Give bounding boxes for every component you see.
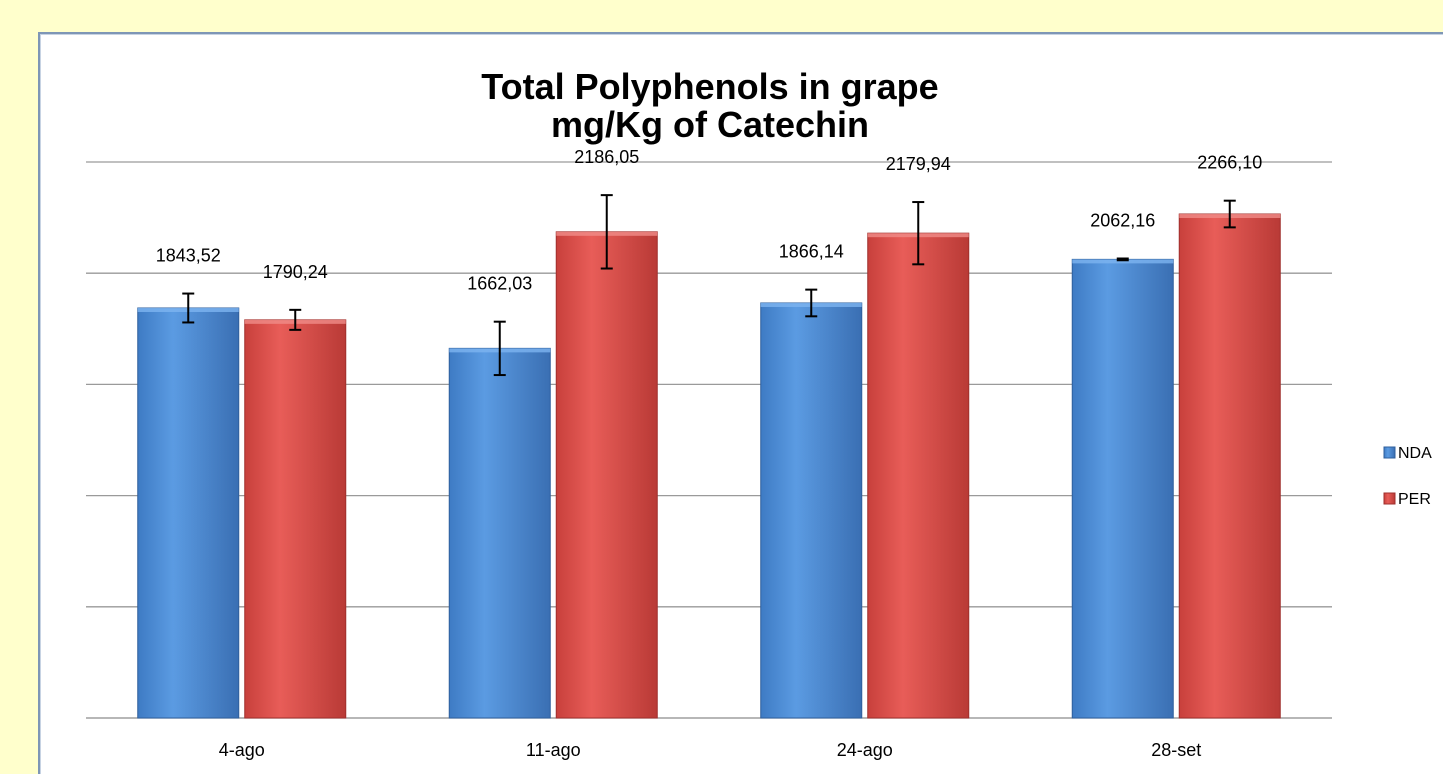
data-label: 1843,52 <box>156 246 221 266</box>
chart-title: Total Polyphenols in grape <box>481 66 938 107</box>
bar-per-11-ago <box>555 231 658 719</box>
bar-nda-24-ago <box>760 302 863 719</box>
bar-per-4-ago <box>244 319 347 719</box>
bar-per-24-ago <box>867 232 970 719</box>
legend: NDA PER <box>1383 445 1432 508</box>
legend-swatch-per <box>1383 492 1396 505</box>
bar-nda-4-ago <box>137 307 240 719</box>
bar-per-28-set <box>1178 213 1281 719</box>
x-tick-label: 24-ago <box>837 740 893 760</box>
data-label: 2186,05 <box>574 147 639 167</box>
data-label: 1662,03 <box>467 274 532 294</box>
chart-frame: 1843,52 1790,24 4-ago 1662,03 2186,05 11-ago 1… <box>38 32 1443 774</box>
data-label: 1790,24 <box>263 262 328 282</box>
legend-label-nda: NDA <box>1398 445 1432 462</box>
x-tick-label: 4-ago <box>219 740 265 760</box>
data-label: 2062,16 <box>1090 210 1155 230</box>
legend-label-per: PER <box>1398 491 1431 508</box>
legend-swatch-nda <box>1383 446 1396 459</box>
x-tick-label: 11-ago <box>526 740 581 760</box>
bar-highlight <box>1072 259 1174 264</box>
chart-subtitle: mg/Kg of Catechin <box>551 104 869 145</box>
x-tick-label: 28-set <box>1151 740 1201 760</box>
data-label: 1866,14 <box>779 242 844 262</box>
data-label: 2266,10 <box>1197 153 1262 173</box>
data-label: 2179,94 <box>886 154 951 174</box>
bar-nda-28-set <box>1071 258 1174 719</box>
bar-chart: 1843,52 1790,24 4-ago 1662,03 2186,05 11-ago 1… <box>86 66 1432 760</box>
bar-nda-11-ago <box>448 347 551 719</box>
